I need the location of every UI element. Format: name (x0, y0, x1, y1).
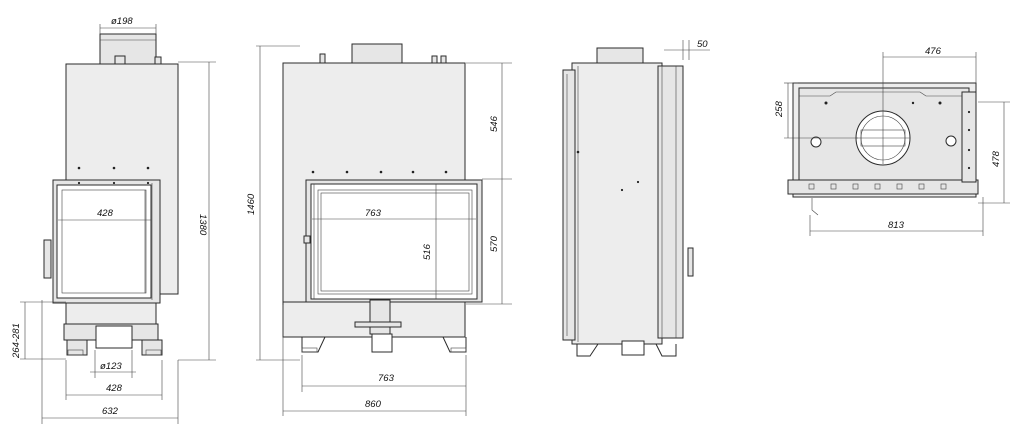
top-total-width-label: 813 (888, 220, 905, 231)
outlet-box (95, 325, 133, 349)
glass-outer-height-label: 570 (489, 235, 500, 252)
glass-inner-height-label: 516 (422, 243, 433, 260)
flue-collar-2 (351, 43, 403, 65)
front-view-right-dimensions: 1460 763 516 546 570 763 860 (246, 45, 512, 416)
total-width-label-right: 860 (365, 399, 382, 410)
flue-collar-side (596, 47, 644, 65)
top-view-dimensions: 476 258 478 813 (774, 46, 1010, 236)
total-width-label-left: 632 (102, 406, 119, 417)
height-to-glass-label: 546 (489, 115, 500, 132)
inlet-height-label: 264-281 (11, 323, 22, 359)
base-width-label-left: 428 (106, 383, 123, 394)
front-view-right (282, 43, 483, 353)
side-view-dimensions: 50 (664, 39, 710, 60)
flue-diameter-label: ø198 (111, 16, 133, 27)
outlet-diameter-label: ø123 (100, 361, 122, 372)
top-offset-height-label: 258 (774, 100, 785, 118)
front-view-left (43, 33, 179, 356)
front-rail (787, 179, 979, 195)
side-offset-label: 50 (697, 39, 708, 50)
total-height-label-right: 1460 (246, 193, 257, 215)
front-view-left-dimensions: ø198 428 1380 264-281 ø123 428 632 (11, 16, 216, 424)
side-view (562, 47, 694, 357)
side-body (571, 62, 663, 345)
outlet-box-2 (371, 333, 393, 353)
glass-pane (56, 184, 152, 299)
glass-width-label-right: 763 (365, 208, 382, 219)
flue-collar (99, 33, 157, 65)
top-depth-front-label: 476 (925, 46, 942, 57)
top-total-depth-label: 478 (991, 150, 1002, 167)
top-view (787, 82, 979, 216)
base-width-label-right: 763 (378, 373, 395, 384)
glass-pane-2 (310, 183, 478, 300)
door-handle (43, 239, 52, 279)
glass-width-label-left: 428 (97, 208, 114, 219)
total-height-label-left: 1380 (197, 214, 208, 236)
